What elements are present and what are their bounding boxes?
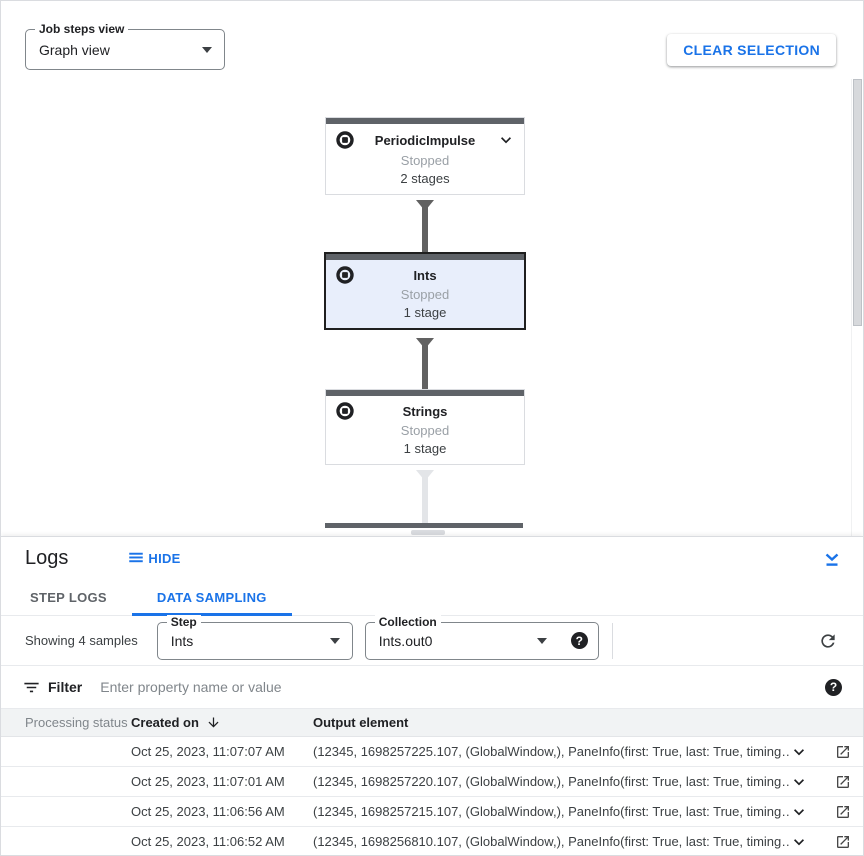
step-select-label: Step <box>166 614 201 629</box>
logs-panel-title: Logs <box>25 546 69 569</box>
stopped-status-icon <box>336 402 354 420</box>
output-element-cell: (12345, 1698257225.107, (GlobalWindow,),… <box>313 744 789 759</box>
edge-strings-to-next <box>422 470 428 523</box>
node-topbar <box>326 118 524 124</box>
expand-row-icon[interactable] <box>789 772 809 792</box>
clear-selection-button[interactable]: CLEAR SELECTION <box>667 34 836 66</box>
filter-icon <box>22 678 41 697</box>
edge-arrowhead-icon <box>416 200 434 211</box>
next-node-topbar-clipped <box>325 523 523 528</box>
sampling-toolbar: Showing 4 samples Step Ints Collection I… <box>1 614 863 666</box>
tab-step-logs[interactable]: STEP LOGS <box>30 589 107 605</box>
node-stage-count: 1 stage <box>403 305 447 320</box>
job-steps-view-value: Graph view <box>39 41 110 58</box>
node-title: Ints <box>413 267 437 283</box>
open-in-new-icon[interactable] <box>835 774 851 790</box>
vertical-scrollbar-thumb[interactable] <box>853 79 862 326</box>
node-topbar <box>326 254 524 260</box>
edge-periodicimpulse-to-ints <box>422 200 428 253</box>
created-on-cell: Oct 25, 2023, 11:07:07 AM <box>131 744 285 759</box>
created-on-cell: Oct 25, 2023, 11:06:52 AM <box>131 834 285 849</box>
horizontal-scrollbar-thumb[interactable] <box>411 530 445 535</box>
node-title: PeriodicImpulse <box>374 132 476 148</box>
output-element-cell: (12345, 1698257220.107, (GlobalWindow,),… <box>313 774 789 789</box>
column-created-on[interactable]: Created on <box>131 715 313 730</box>
dropdown-arrow-icon <box>329 637 340 644</box>
filter-help-icon[interactable]: ? <box>825 678 842 696</box>
job-steps-view-select[interactable]: Job steps view Graph view <box>25 22 225 70</box>
collection-select-value: Ints.out0 <box>378 632 433 649</box>
graph-node-periodicimpulse[interactable]: PeriodicImpulse Stopped 2 stages <box>325 117 525 195</box>
graph-node-ints-selected[interactable]: Ints Stopped 1 stage <box>324 252 526 330</box>
dropdown-arrow-icon <box>536 637 547 644</box>
open-in-new-icon[interactable] <box>835 834 851 850</box>
edge-arrowhead-icon <box>416 338 434 349</box>
node-stage-count: 1 stage <box>403 441 447 456</box>
filter-bar: Filter ? <box>1 666 863 709</box>
open-in-new-icon[interactable] <box>835 744 851 760</box>
stopped-status-icon <box>336 266 354 284</box>
dropdown-arrow-icon <box>202 46 212 53</box>
collection-select[interactable]: Collection Ints.out0 ? <box>364 614 599 660</box>
stopped-status-icon <box>336 131 354 149</box>
table-row[interactable]: Oct 25, 2023, 11:07:01 AM (12345, 169825… <box>1 767 863 797</box>
expand-row-icon[interactable] <box>789 802 809 822</box>
node-stage-count: 2 stages <box>400 171 450 186</box>
node-status: Stopped <box>400 287 450 302</box>
tab-data-sampling[interactable]: DATA SAMPLING <box>131 579 292 616</box>
table-row[interactable]: Oct 25, 2023, 11:07:07 AM (12345, 169825… <box>1 737 863 767</box>
toolbar-divider <box>611 622 613 659</box>
column-created-on-label: Created on <box>131 715 199 730</box>
table-row[interactable]: Oct 25, 2023, 11:06:52 AM (12345, 169825… <box>1 827 863 855</box>
created-on-cell: Oct 25, 2023, 11:07:01 AM <box>131 774 285 789</box>
step-select-value: Ints <box>170 632 194 649</box>
node-title: Strings <box>402 403 448 419</box>
hide-label: HIDE <box>148 550 181 566</box>
step-select[interactable]: Step Ints <box>156 614 353 660</box>
filter-input[interactable] <box>100 679 825 695</box>
column-processing-status: Processing status <box>25 715 128 730</box>
sample-count-text: Showing 4 samples <box>25 633 138 648</box>
node-status: Stopped <box>400 153 450 168</box>
output-element-cell: (12345, 1698256810.107, (GlobalWindow,),… <box>313 834 789 849</box>
expand-row-icon[interactable] <box>789 832 809 852</box>
created-on-cell: Oct 25, 2023, 11:06:56 AM <box>131 804 285 819</box>
node-topbar <box>326 390 524 396</box>
collapse-panel-icon[interactable] <box>820 546 844 570</box>
node-status: Stopped <box>400 423 450 438</box>
lines-icon <box>129 552 144 563</box>
vertical-scrollbar-track[interactable] <box>851 79 863 536</box>
job-steps-view-label: Job steps view <box>35 22 129 36</box>
column-output-element: Output element <box>313 715 409 730</box>
open-in-new-icon[interactable] <box>835 804 851 820</box>
chevron-down-icon[interactable] <box>496 130 516 150</box>
graph-node-strings[interactable]: Strings Stopped 1 stage <box>325 389 525 465</box>
logs-panel: Logs HIDE STEP LOGS DATA SAMPLING Showin… <box>1 536 863 855</box>
table-row[interactable]: Oct 25, 2023, 11:06:56 AM (12345, 169825… <box>1 797 863 827</box>
expand-row-icon[interactable] <box>789 742 809 762</box>
collection-select-label: Collection <box>374 614 441 629</box>
sort-descending-icon[interactable] <box>206 715 221 730</box>
table-header-row: Processing status Created on Output elem… <box>1 709 863 737</box>
logs-tabs: STEP LOGS DATA SAMPLING <box>1 579 863 616</box>
output-element-cell: (12345, 1698257215.107, (GlobalWindow,),… <box>313 804 789 819</box>
edge-ints-to-strings <box>422 338 428 389</box>
collection-help-icon[interactable]: ? <box>570 632 588 649</box>
hide-logs-button[interactable]: HIDE <box>127 549 180 567</box>
filter-label: Filter <box>48 679 83 695</box>
refresh-icon[interactable] <box>818 631 838 651</box>
